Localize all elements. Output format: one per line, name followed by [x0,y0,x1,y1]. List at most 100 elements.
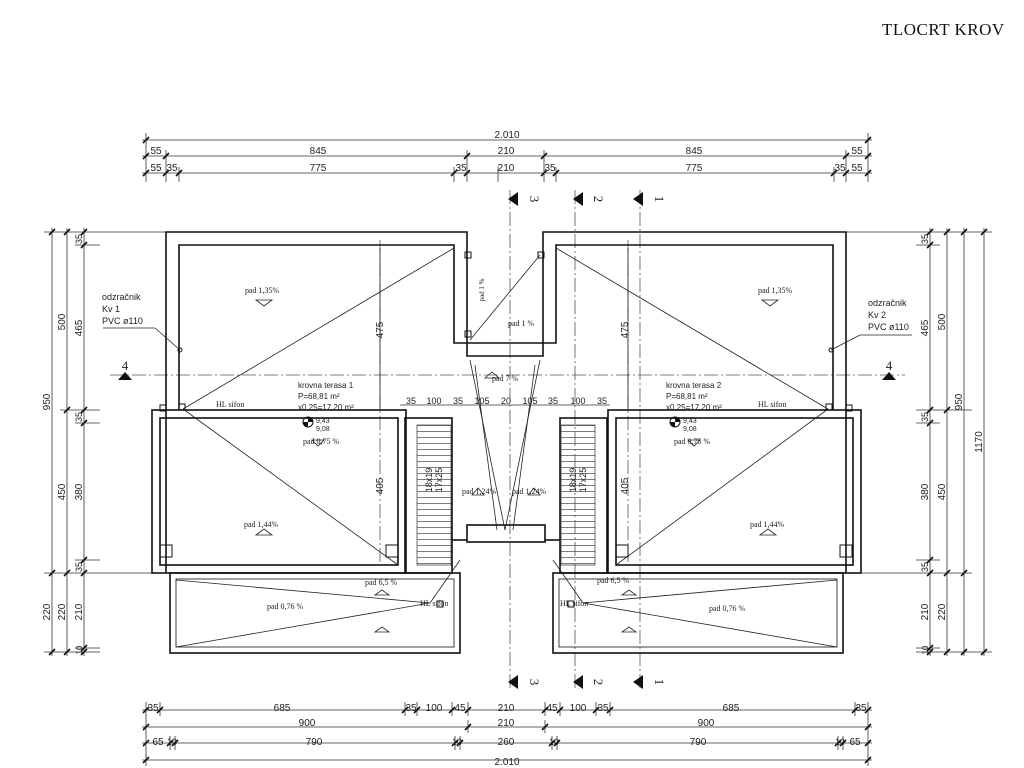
top-dim: 55 [150,163,162,174]
right-dimension-chain [842,228,992,656]
slope-label: pad 0,75 % [674,437,711,446]
stairs-label: 18x19 [424,468,434,493]
bottom-dimension-ticks [142,706,872,764]
hl-sifon-label: HL sifon [420,599,448,608]
left-dim: 950 [42,393,53,410]
bottom-dim: 260 [498,737,515,748]
section-label-3: 3 [527,196,542,203]
bottom-dim: 685 [274,703,291,714]
bottom-dim: 790 [306,737,323,748]
interior-dim: 35 [406,396,416,406]
interior-dim: 405 [375,477,386,494]
stairs-label: 17x25 [434,468,444,493]
bottom-dimension-chain [142,702,872,766]
terrace-label-right: x0,25=17,20 m² [666,403,722,412]
terrace-label-right: P=68,81 m² [666,392,708,401]
top-dim: 55 [851,146,863,157]
right-dim: 35 [920,234,930,244]
slope-arrows [254,299,780,633]
bottom-dim: 65 [152,737,164,748]
level-value: 9,08 [683,426,697,433]
bottom-dim: 900 [299,718,316,729]
bottom-dim: 35 [597,703,609,714]
bottom-dim: 210 [498,718,515,729]
section-label-2: 2 [591,679,606,686]
level-symbol [302,416,681,428]
slope-label: pad 0,76 % [267,602,304,611]
left-dim: 210 [74,603,85,620]
bottom-dim: 10 [549,737,559,747]
terrace-label-left: P=68,81 m² [298,392,340,401]
top-dim: 35 [455,163,467,174]
top-dim: 35 [834,163,846,174]
section-label-1: 1 [652,196,667,203]
vent-leaders [103,327,912,351]
level-value: 9,43 [683,418,697,425]
top-dim: 55 [851,163,863,174]
left-dim: 465 [74,319,85,336]
interior-dim: 100 [570,396,585,406]
bottom-dim: 10 [452,737,462,747]
left-dim: 380 [74,483,85,500]
interior-dim: 475 [375,321,386,338]
terrace-label-right: krovna terasa 2 [666,381,722,390]
hl-sifon-label: HL sifon [216,400,244,409]
vent-label-left: Kv 1 [102,304,120,314]
interior-dim: 475 [620,321,631,338]
right-dim: 500 [937,313,948,330]
section-markers [118,192,896,689]
bottom-dim: 35 [405,703,417,714]
interior-dim: 35 [597,396,607,406]
interior-dim: 105 [474,396,489,406]
top-dim: 210 [498,163,515,174]
slope-lines [175,247,838,648]
slope-label: pad 0,76 % [709,604,746,613]
vent-label-right: odzračnik [868,298,907,308]
vent-label-left: odzračnik [102,292,141,302]
slope-label: pad 6,5 % [597,576,630,585]
right-dim: 380 [920,483,931,500]
stairs-label: 17x25 [578,468,588,493]
top-dim: 210 [498,146,515,157]
vent-label-left: PVC ø110 [102,316,143,326]
top-dim: 775 [686,163,703,174]
terrace-label-left: krovna terasa 1 [298,381,354,390]
vent-label-right: Kv 2 [868,310,886,320]
slope-label: pad 1,44% [244,520,279,529]
slope-label: pad 7 % [492,374,519,383]
bottom-dim: 45 [546,703,558,714]
top-dimension-ticks [142,136,872,177]
vent-label-right: PVC ø110 [868,322,909,332]
bottom-dim: 900 [698,718,715,729]
interior-dim: 35 [453,396,463,406]
top-dim: 35 [166,163,178,174]
slope-label: pad 1,44% [750,520,785,529]
right-dim: 950 [954,393,965,410]
slope-label: pad 1,35% [245,286,280,295]
right-dim: 450 [937,483,948,500]
left-dim: 35 [74,234,84,244]
slope-label: pad 1 % [478,278,486,301]
top-dim: 35 [544,163,556,174]
hl-sifon-label: HL sifon [560,599,588,608]
stairs-left [416,424,452,566]
right-dim: 35 [920,412,930,422]
slope-label: pad 0,75 % [303,437,340,446]
bottom-dim: 35 [147,703,159,714]
right-dim: 35 [920,562,930,572]
roof-walls [151,231,862,654]
right-dim: 10 [921,645,930,654]
top-dim: 845 [310,146,327,157]
bottom-dim: 100 [426,703,443,714]
bottom-dim: 45 [454,703,466,714]
top-dimension-chain [142,133,872,182]
bottom-dim: 790 [690,737,707,748]
left-dim: 35 [74,412,84,422]
right-dim: 220 [937,603,948,620]
left-dimension-ticks [48,228,88,656]
interior-dim: 20 [501,396,511,406]
left-dim: 10 [75,645,84,654]
top-dim: 55 [150,146,162,157]
section-label-4: 4 [886,358,893,373]
